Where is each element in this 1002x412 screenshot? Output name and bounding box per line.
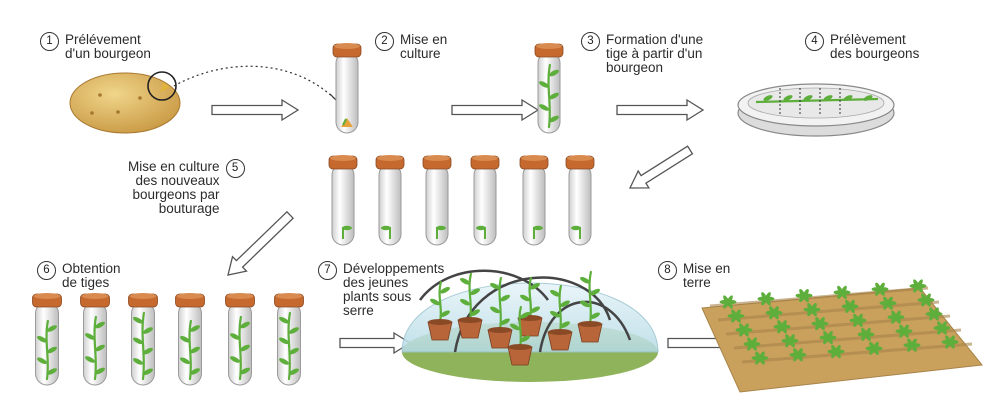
- step-7-text: Développements des jeunes plants sous se…: [343, 261, 445, 318]
- tube-step-5-5: [519, 155, 549, 246]
- step-1-text: Prélévement d'un bourgeon: [65, 32, 151, 61]
- arrow-5-6: [227, 210, 295, 276]
- step-3-number: 3: [581, 32, 600, 51]
- step-3-text: Formation d'une tige à partir d'un bourg…: [606, 32, 704, 75]
- transfer-dashed-line: [173, 65, 337, 101]
- arrow-1-2: [211, 98, 300, 122]
- tube-step-5-3: [422, 155, 452, 246]
- step-8-text: Mise en terre: [683, 261, 731, 290]
- step-5-number: 5: [225, 159, 245, 178]
- step-6-label: 6 Obtention de tiges: [37, 261, 121, 290]
- field-illustration: [701, 279, 983, 393]
- tube-step-6-5: [225, 293, 255, 386]
- greenhouse-dome: [401, 269, 659, 382]
- potato-illustration: [69, 65, 340, 134]
- step-6-text: Obtention de tiges: [62, 261, 121, 290]
- arrow-3-4: [616, 98, 705, 122]
- arrow-6-7: [339, 331, 412, 355]
- step-7-label: 7 Développements des jeunes plants sous …: [318, 261, 445, 318]
- step-2-number: 2: [375, 32, 394, 51]
- tube-step-5-4: [470, 155, 500, 246]
- tube-step-5-6: [565, 155, 595, 246]
- arrow-2-3: [451, 98, 540, 122]
- tube-step-3: [534, 43, 564, 134]
- arrow-4-5: [628, 145, 694, 189]
- step-4-number: 4: [805, 32, 824, 51]
- step-7-number: 7: [318, 261, 337, 280]
- tube-step-2: [332, 43, 362, 134]
- step-8-number: 8: [658, 261, 677, 280]
- step-2-label: 2 Mise en culture: [375, 32, 448, 61]
- tube-step-6-3: [128, 293, 158, 386]
- step-4-text: Prélèvement des bourgeons: [830, 32, 920, 61]
- step-5-text: Mise en culture des nouveaux bourgeons p…: [128, 159, 220, 216]
- tube-step-5-1: [328, 155, 358, 246]
- tube-step-6-2: [80, 293, 110, 386]
- tube-step-6-6: [274, 293, 304, 386]
- step-2-text: Mise en culture: [400, 32, 448, 61]
- tube-step-6-1: [32, 293, 62, 386]
- step-1-label: 1 Prélévement d'un bourgeon: [40, 32, 151, 61]
- tube-step-6-4: [175, 293, 205, 386]
- step-8-label: 8 Mise en terre: [658, 261, 731, 290]
- step-5-label: 5 Mise en culture des nouveaux bourgeons…: [128, 159, 245, 216]
- tube-step-5-2: [375, 155, 405, 246]
- petri-dish: [737, 83, 895, 137]
- step-3-label: 3 Formation d'une tige à partir d'un bou…: [581, 32, 704, 75]
- step-6-number: 6: [37, 261, 56, 280]
- step-4-label: 4 Prélèvement des bourgeons: [805, 32, 920, 61]
- step-1-number: 1: [40, 32, 59, 51]
